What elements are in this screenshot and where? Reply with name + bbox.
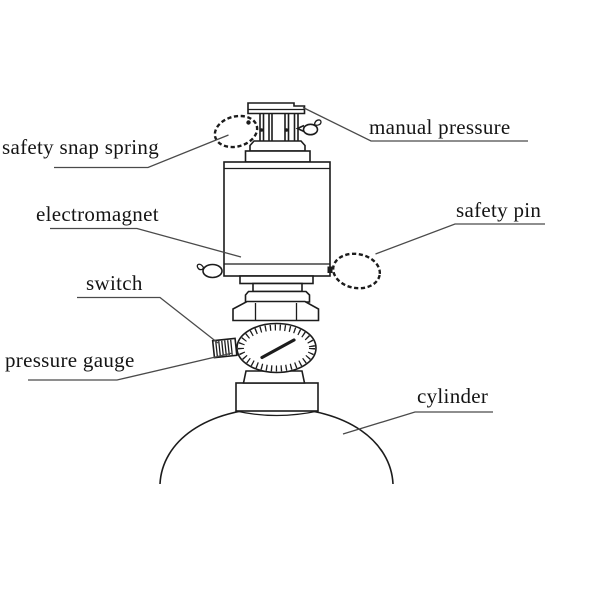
union-nut <box>232 300 320 322</box>
label-manual-pressure: manual pressure <box>369 115 511 139</box>
leader-cylinder <box>342 411 493 435</box>
leader-electromagnet <box>50 227 242 258</box>
leader-lines <box>28 106 545 435</box>
leader-switch <box>77 296 219 344</box>
gauge-needle <box>260 338 296 360</box>
manual-pressure-lever <box>295 119 322 136</box>
safety-pin-ring <box>327 252 382 290</box>
label-pressure-gauge: pressure gauge <box>5 348 135 372</box>
leader-pressure-gauge <box>28 352 233 381</box>
leader-manual-pressure <box>302 106 528 142</box>
gauge-tick-ring <box>238 324 315 372</box>
yoke-pin-dot-left <box>259 128 264 132</box>
safety-pin-attach-nub <box>327 266 333 273</box>
cylinder-collar <box>235 382 319 417</box>
valve-top-cap <box>247 102 306 115</box>
label-switch: switch <box>86 271 143 295</box>
electromagnet-body <box>223 161 331 277</box>
small-pull-ring <box>196 263 223 279</box>
safety-snap-spring-ring <box>213 114 259 149</box>
valve-outlet-steps <box>239 275 314 303</box>
label-safety-pin: safety pin <box>456 198 542 222</box>
pressure-gauge-dial <box>236 322 317 374</box>
label-electromagnet: electromagnet <box>36 202 159 226</box>
label-cylinder: cylinder <box>417 384 489 408</box>
yoke-pin-dot-right <box>284 128 289 132</box>
valve-shoulder <box>244 140 311 163</box>
label-safety-snap-spring: safety snap spring <box>2 135 160 159</box>
leader-safety-snap-spring <box>54 134 229 169</box>
snap-spring-attach-dot <box>246 120 251 125</box>
cylinder-body-outline <box>159 407 394 485</box>
valve-yoke-posts <box>259 113 299 142</box>
leader-safety-pin <box>375 223 545 255</box>
